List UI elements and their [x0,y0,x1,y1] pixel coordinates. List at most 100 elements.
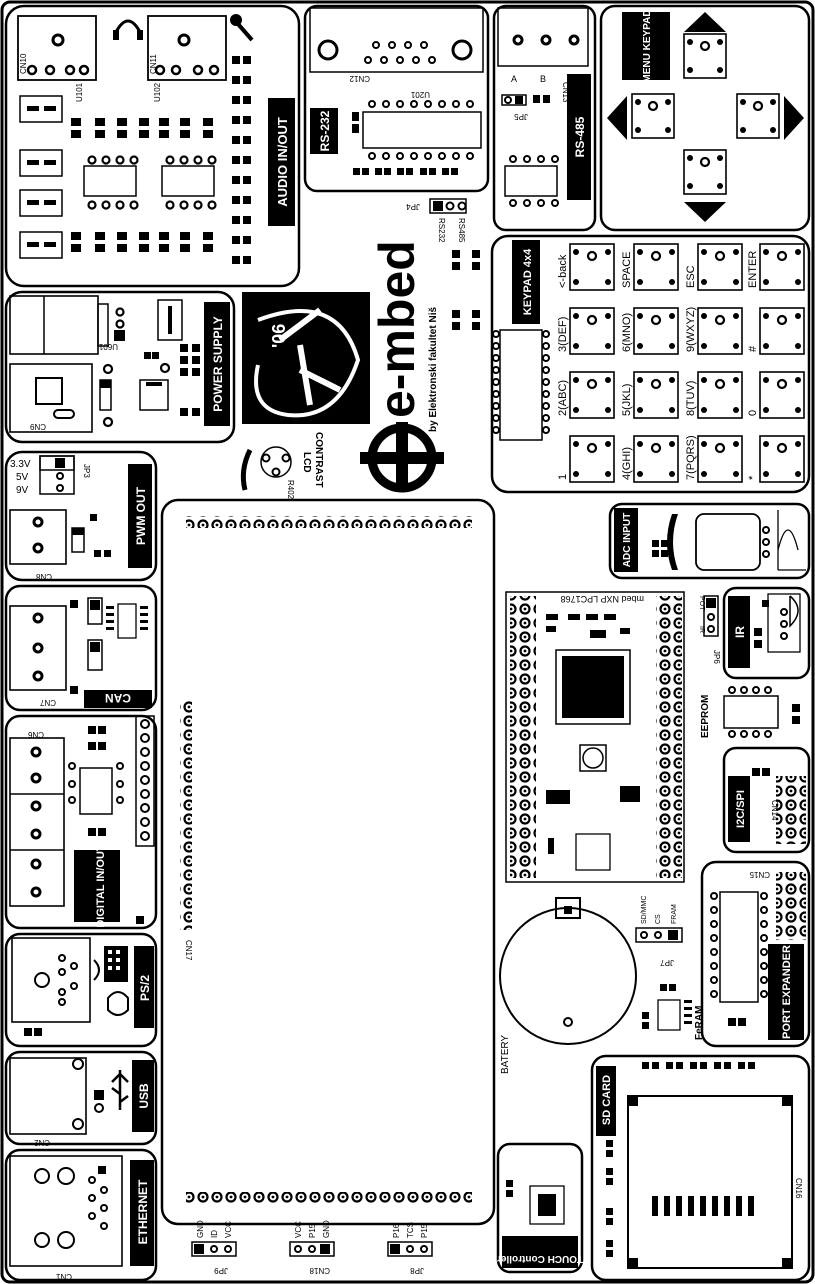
label-jp8: JP8 [410,1266,424,1275]
smd-pad [243,96,251,104]
label-cn1: CN1 [55,1272,72,1281]
label-cn11: CN11 [149,54,158,74]
header-pin [140,775,150,785]
ic-pin [492,426,500,434]
keypad-key[interactable]: 9(WXYZ) [685,307,743,355]
ic-pin [492,390,500,398]
section-label-portexp: PORT EXPANDER [781,945,793,1039]
jumper-jp6: POT IR JP6 [698,595,721,664]
arrow-right-icon [784,96,804,140]
ic-pin [542,426,550,434]
keypad-key-label: <-back [557,254,569,288]
jp4-opt-rs232: RS232 [437,218,446,243]
lcd-contrast-label: CONTRAST [313,432,324,488]
keypad-key[interactable]: * [747,435,805,483]
jp4-opt-rs485: RS485 [457,218,466,243]
ic-pin [542,330,550,338]
keypad-key[interactable]: 4(GHI) [621,435,679,483]
can-section: CN7 CAN [4,584,158,712]
label-cn17: CN17 [184,940,193,961]
section-label-touch: TOUCH Controller [497,1253,583,1264]
keypad-key[interactable]: 1 [557,435,615,483]
label-jp5: JP5 [514,112,528,121]
smd-pad [243,116,251,124]
jp3-opt-9: 9V [16,485,29,496]
section-label-keypad: KEYPAD 4x4 [522,248,534,315]
ethernet-section: CN1 ETHERNET [4,1148,158,1282]
ic-pin [542,378,550,386]
logo-subtitle: by Elektronski fakultet Niš [428,307,439,432]
keypad-key-label: # [747,345,759,352]
header-pin [140,803,150,813]
jumper-jp4: JP4 RS232 RS485 [406,198,467,243]
keypad-key[interactable]: ENTER [747,243,805,291]
keypad-key[interactable]: 0 [747,371,805,419]
smd-pad [243,256,251,264]
label-cn14: CN14 [770,800,779,821]
menu-keypad-section: MENU KEYPAD [599,4,811,232]
keypad-key[interactable]: 2(ABC) [557,371,615,419]
smd-pad [243,236,251,244]
ref-b: B [540,74,546,84]
ic-pin [68,780,76,788]
keypad-key[interactable]: 6(MNO) [621,307,679,355]
ps2-section: PS/2 [4,932,158,1048]
headphone-icon [114,19,142,33]
keypad-key[interactable]: 3(DEF) [557,307,615,355]
keypad-key-label: 7(PQRS) [685,435,697,480]
touch-section: TOUCH Controller [496,1142,584,1274]
mbed-chip-label: mbed NXP LPC1768 [561,594,644,604]
lcd-label: LCD [301,452,312,473]
keypad-key[interactable]: 5(JKL) [621,371,679,419]
keypad-key[interactable]: SPACE [621,243,679,291]
jumper-jp7: SD/MMC CS FRAM JP7 [635,896,683,967]
jp3-opt-5: 5V [16,472,29,483]
keypad-key[interactable]: # [747,307,805,355]
section-label-menu: MENU KEYPAD [642,9,653,82]
pwm-section: 3.3V 5V 9V JP3 CN8 PWM OUT [4,450,158,582]
eeprom-label: EEPROM [700,695,711,738]
header-pin [140,831,150,841]
keypad-key-label: 0 [747,410,759,416]
section-label-audio: AUDIO IN/OUT [275,117,290,207]
ic-pin [492,414,500,422]
smd-pad [243,56,251,64]
section-label-digital: DIGITAL IN/OUT [95,844,107,928]
section-label-ir: IR [733,626,747,638]
label-jp4: JP4 [406,202,420,211]
ic-pin [710,976,718,984]
cn18-opt-gnd: GND [322,1220,331,1238]
arrow-left-icon [607,96,627,140]
keypad-key[interactable]: <-back [557,243,615,291]
ic-pin [760,934,768,942]
ic-pin [542,342,550,350]
ref-u102: U102 [153,82,162,102]
keypad-key[interactable]: 8(TUV) [685,371,743,419]
label-cn13: CN13 [561,82,570,103]
ir-section: IR [722,586,811,680]
label-jp9: JP9 [214,1266,228,1275]
eeprom: EEPROM [700,686,800,738]
keypad-key-label: SPACE [621,252,633,288]
i2c-section: I2C/SPI CN14 [722,746,811,854]
cn18-opt-p15: P15 [308,1223,317,1238]
ic-pin [492,330,500,338]
smd-pad [243,156,251,164]
label-jp3: JP3 [82,464,91,478]
ic-pin [760,990,768,998]
header-pin [140,733,150,743]
ic-pin [492,378,500,386]
ic-pin [492,402,500,410]
keypad-key[interactable]: ESC [685,243,743,291]
logo-brand: e-mbed [369,240,425,418]
section-label-usb: USB [137,1083,151,1109]
logo-year: '06 [269,324,289,348]
label-cn16: CN16 [794,1178,803,1199]
ref-u201: U201 [410,90,430,99]
keypad-key[interactable]: 7(PQRS) [685,435,743,483]
keypad-key-label: 3(DEF) [557,317,569,352]
ref-r402: R402 [286,480,295,500]
lcd-contrast: LCD CONTRAST R402 [240,432,324,500]
ic-pin [542,402,550,410]
